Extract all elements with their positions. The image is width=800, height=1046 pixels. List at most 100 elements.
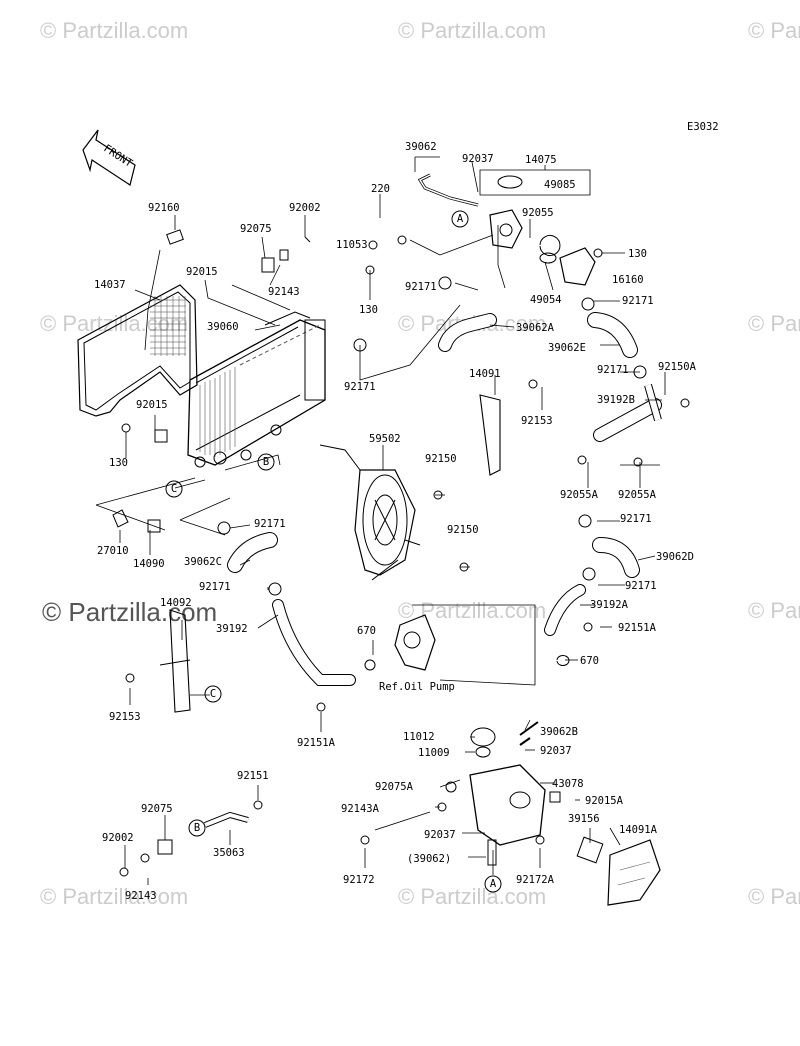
- part-label: 92153: [521, 415, 553, 427]
- part-label: 92143A: [341, 803, 380, 815]
- leader-lines: [95, 156, 666, 885]
- part-label: 11009: [418, 747, 450, 759]
- part-label: 39062D: [656, 551, 694, 563]
- callout-c-bot: [204, 685, 222, 703]
- part-label: 49054: [530, 294, 562, 306]
- watermark-10: © Partzilla.com: [398, 884, 547, 909]
- part-label: 92171: [405, 281, 437, 293]
- part-label: 92150: [447, 524, 479, 536]
- part-label: 92151: [237, 770, 269, 782]
- radiator-guard: [77, 284, 198, 417]
- watermark-9: © Partzilla.com: [40, 884, 189, 909]
- part-label: 670: [580, 655, 599, 667]
- part-label: 39062B: [540, 726, 578, 738]
- part-label: 92002: [289, 202, 321, 214]
- part-label: 39060: [207, 321, 239, 333]
- part-label: 92151A: [618, 622, 657, 634]
- watermark-11: © Partzilla.com: [748, 884, 800, 909]
- callout-a-bot: [484, 875, 502, 893]
- part-label: 130: [359, 304, 378, 316]
- part-label: 130: [628, 248, 647, 260]
- part-label: 92075: [240, 223, 272, 235]
- callout-letter-b-mid: B: [263, 456, 269, 468]
- part-label: 49085: [544, 179, 576, 191]
- part-label: 27010: [97, 545, 129, 557]
- part-label: 92171: [597, 364, 629, 376]
- part-label: 92015A: [585, 795, 624, 807]
- watermark-4: © Partzilla.com: [40, 311, 189, 336]
- oil-pump: [364, 614, 436, 671]
- part-label: 92150A: [658, 361, 697, 373]
- part-label: (39062): [407, 853, 451, 865]
- ref-oil-pump-label: Ref.Oil Pump: [379, 681, 455, 693]
- part-label: 92171: [344, 381, 376, 393]
- part-label: 92075A: [375, 781, 414, 793]
- part-label: 14092: [160, 597, 192, 609]
- radiator: [187, 311, 326, 468]
- part-label: 39062A: [516, 322, 555, 334]
- watermark-main: © Partzilla.com: [42, 597, 218, 627]
- callout-letter-c-bot: C: [210, 688, 216, 700]
- part-label: 92171: [625, 580, 657, 592]
- watermark-2: © Partzilla.com: [398, 18, 547, 43]
- part-label: 92153: [109, 711, 141, 723]
- part-label: 39156: [568, 813, 600, 825]
- part-label: 59502: [369, 433, 401, 445]
- part-label: 11053: [336, 239, 368, 251]
- diagram-code: E3032: [687, 121, 719, 133]
- watermark-7: © Partzilla.com: [398, 598, 547, 623]
- part-label: 16160: [612, 274, 644, 286]
- part-label: 14091A: [619, 824, 658, 836]
- part-label: 92172A: [516, 874, 555, 886]
- watermark-3: © Partzilla.com: [748, 18, 800, 43]
- part-label: 14075: [525, 154, 557, 166]
- part-label: 92143: [125, 890, 157, 902]
- part-label: 39062C: [184, 556, 222, 568]
- callout-letter-c-mid: C: [171, 483, 177, 495]
- watermark-1: © Partzilla.com: [40, 18, 189, 43]
- part-label: 92143: [268, 286, 300, 298]
- callout-c-mid: [165, 480, 183, 498]
- part-label: 92055A: [618, 489, 657, 501]
- callout-a-top: [451, 210, 469, 228]
- part-label: 130: [109, 457, 128, 469]
- part-label: 39192A: [590, 599, 629, 611]
- part-label: 92171: [199, 581, 231, 593]
- part-label: 92037: [424, 829, 456, 841]
- part-label: 92015: [136, 399, 168, 411]
- part-label: 92037: [540, 745, 572, 757]
- part-label: 92055A: [560, 489, 599, 501]
- watermark-8: © Partzilla.com: [748, 598, 800, 623]
- part-label: 43078: [552, 778, 584, 790]
- part-label: 39062: [405, 141, 437, 153]
- callout-b-mid: [257, 453, 275, 471]
- part-label: 92002: [102, 832, 134, 844]
- part-label: 92075: [141, 803, 173, 815]
- pipe-39192b: [577, 383, 662, 467]
- part-label: 220: [371, 183, 390, 195]
- part-label: 92055: [522, 207, 554, 219]
- part-label: 39062E: [548, 342, 586, 354]
- part-label: 35063: [213, 847, 245, 859]
- part-label: 92171: [254, 518, 286, 530]
- callout-b-bot: [188, 819, 206, 837]
- part-label: 14091: [469, 368, 501, 380]
- hardware-parts: [112, 229, 690, 877]
- part-label: 92160: [148, 202, 180, 214]
- reservoir-tank: [469, 721, 546, 866]
- part-label: 14037: [94, 279, 126, 291]
- part-label: 14090: [133, 558, 165, 570]
- part-label: 670: [357, 625, 376, 637]
- callout-circles: [165, 210, 502, 893]
- part-label: 92150: [425, 453, 457, 465]
- part-label: 92171: [622, 295, 654, 307]
- cooling-fan: [319, 444, 421, 581]
- part-label: 92172: [343, 874, 375, 886]
- callout-letter-a-top: A: [457, 213, 464, 225]
- watermark-6: © Partzilla.com: [748, 311, 800, 336]
- part-label: 92037: [462, 153, 494, 165]
- part-label: 11012: [403, 731, 435, 743]
- part-label: 92015: [186, 266, 218, 278]
